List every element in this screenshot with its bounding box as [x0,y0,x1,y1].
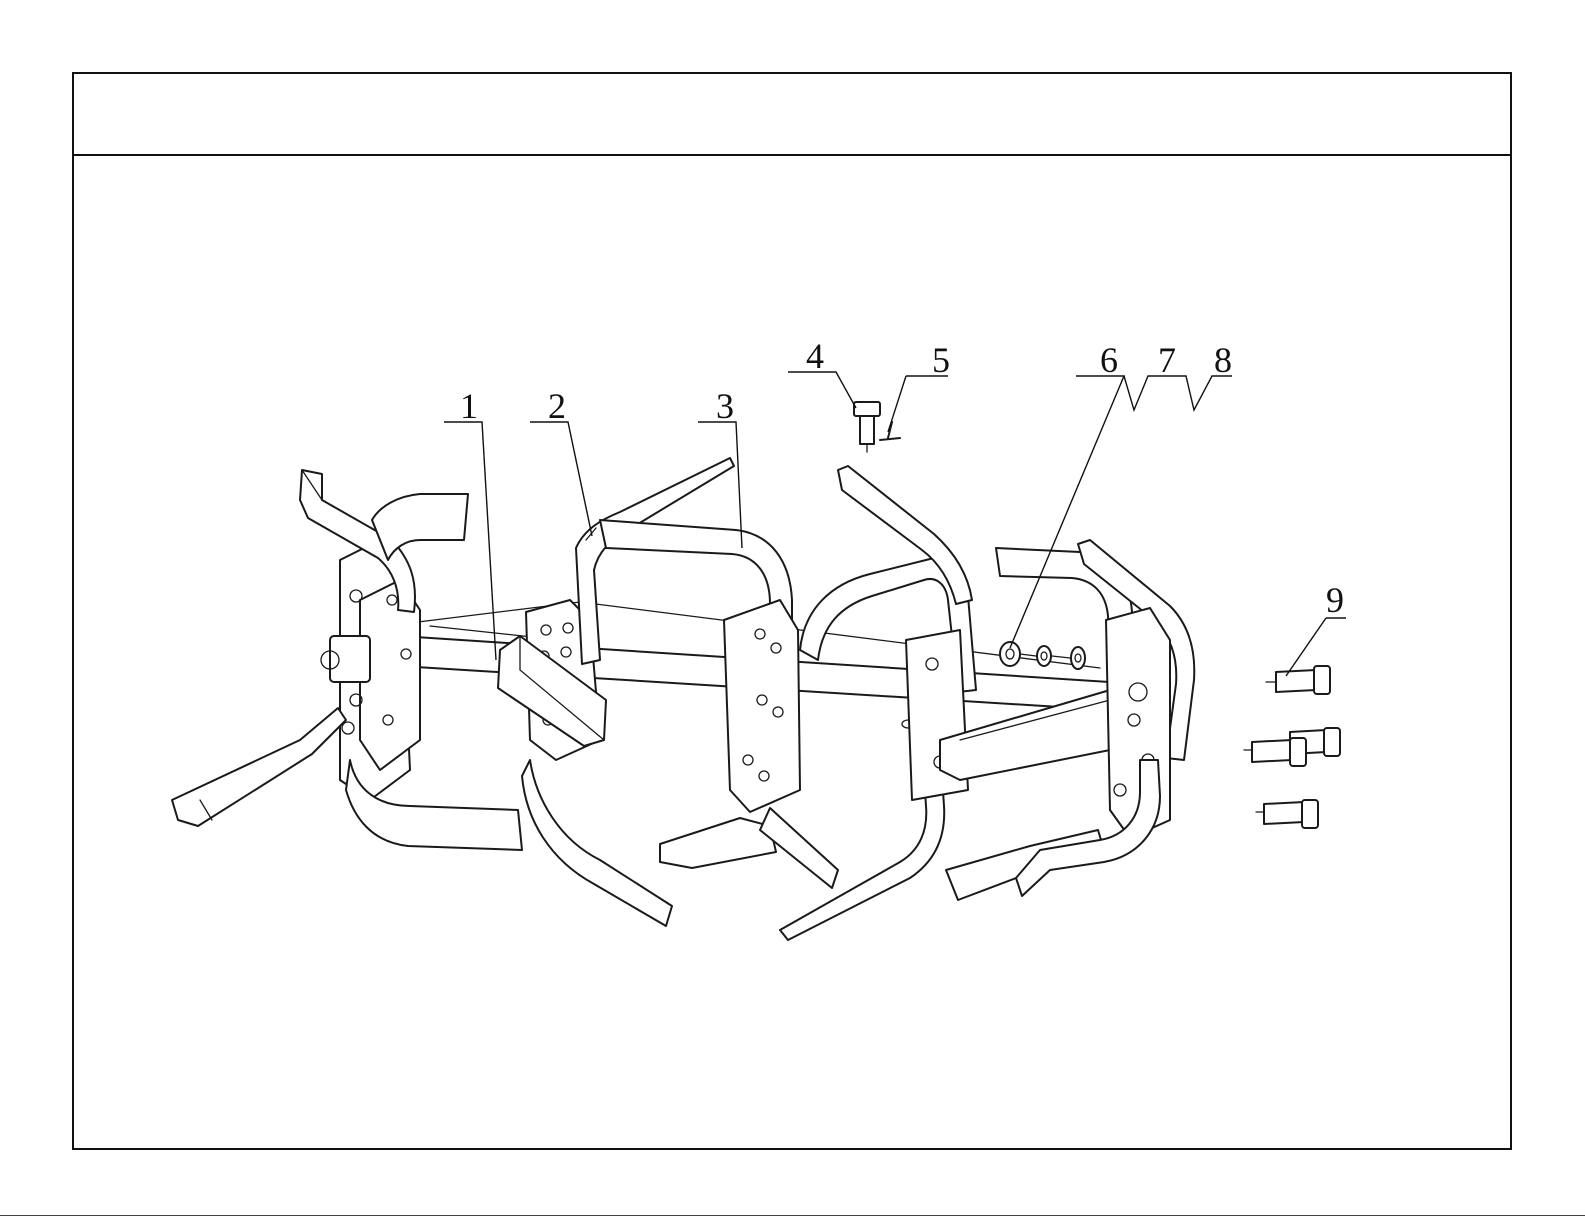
callout-9: 9 [1326,580,1344,620]
right-flange-tine-set [940,540,1194,900]
callout-2: 2 [548,386,566,426]
page-bottom-rule [0,1215,1585,1216]
callout-3: 3 [716,386,734,426]
callout-4: 4 [806,336,824,376]
nut-washer-set-parts-6-8 [1000,642,1085,669]
callout-8: 8 [1214,340,1232,380]
callout-7: 7 [1158,340,1176,380]
callout-6: 6 [1100,340,1118,380]
bolt-hardware-part-4 [854,402,880,452]
bolts-part-9 [1244,666,1340,828]
callout-1: 1 [460,386,478,426]
callout-5: 5 [932,340,950,380]
